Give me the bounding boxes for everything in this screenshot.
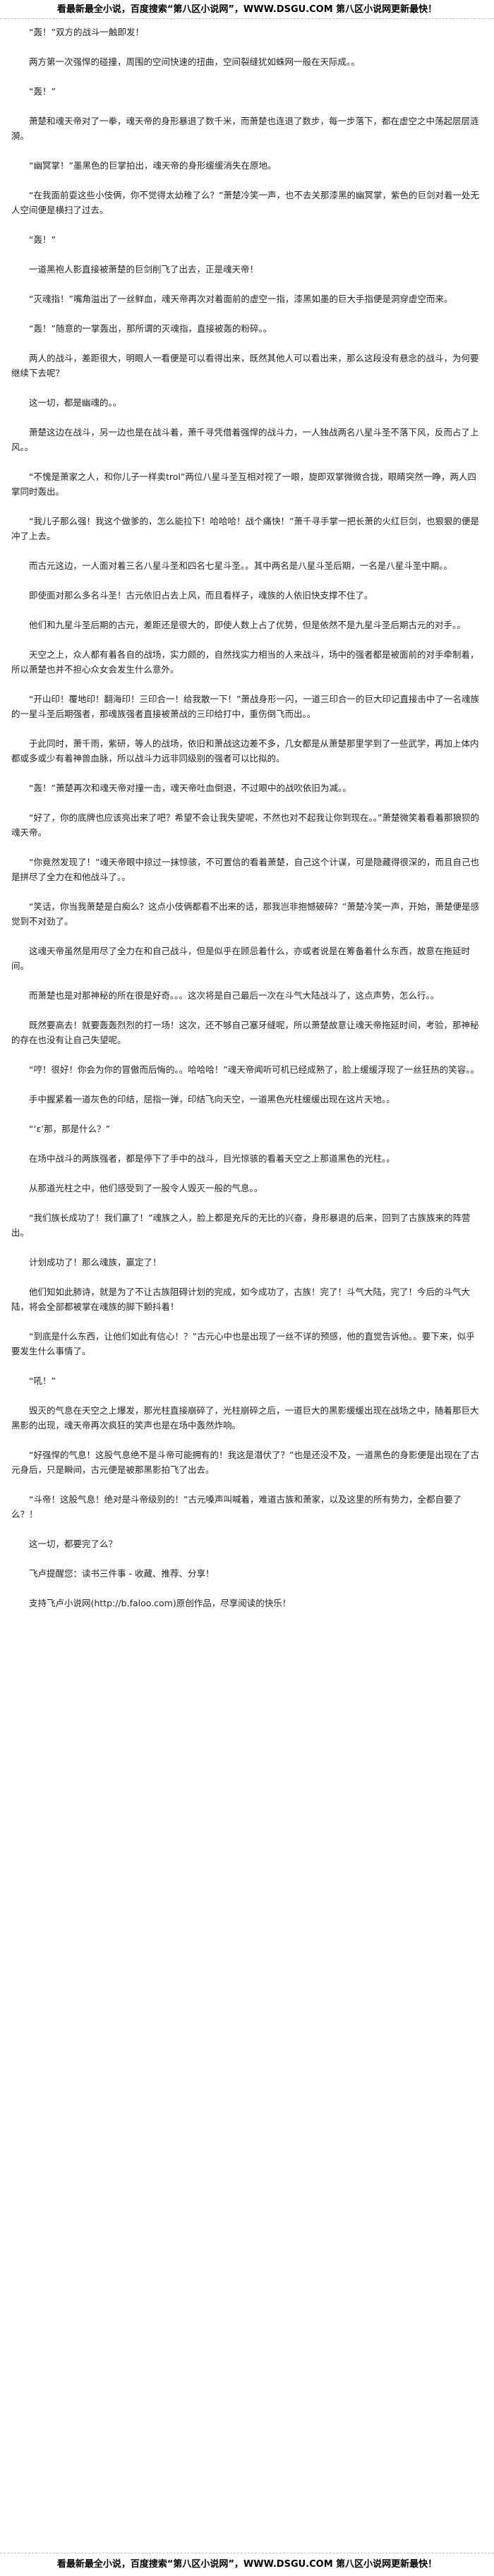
paragraph: 从那道光柱之中，他们感受到了一股令人毁灭一般的气息。。 [29, 1183, 263, 1193]
paragraph: 两人的战斗，差距很大，明眼人一看便是可以看得出来，既然其他人可以看出来，那么这段… [11, 353, 479, 378]
paragraph: “幽冥掌！”墨黑色的巨掌拍出，魂天帝的身形缓缓消失在原地。 [29, 160, 277, 171]
paragraph: 毁灭的气息在天空之上爆发，那光柱直接崩碎了，光柱崩碎之后，一道巨大的黑影缓缓出现… [11, 1405, 479, 1431]
paragraph: 两方第一次强悍的碰撞，周围的空间快速的扭曲，空间裂缝犹如蛛网一般在天际成。。 [29, 56, 360, 67]
paragraph: “好强悍的气息！这股气息绝不是斗帝可能拥有的！我这是潜伏了？”也是还没不及，一道… [11, 1450, 479, 1475]
paragraph: “好了，你的底牌也应该亮出来了吧？希望不会让我失望呢，不然也对不起我让你到现在。… [11, 812, 479, 838]
paragraph: “轰！” [29, 234, 56, 245]
paragraph: “不愧是萧家之人，和你儿子一样卖trol”两位八星斗圣互相对视了一眼，旋即双掌微… [11, 471, 476, 497]
paragraph: 即使面对那么多名斗圣！古元依旧占去上风，而且看样子，魂族的人依旧快支撑不住了。 [29, 590, 373, 601]
paragraph: 于此同时，萧千雨，紫研，等人的战场，依旧和萧战这边差不多，几女都是从萧楚那里学到… [11, 738, 479, 764]
paragraph: “开山印！覆地印！翻海印！三印合一！给我散一下！”萧战身形一闪，一道三印合一的巨… [11, 694, 479, 719]
bottom-promo-banner: 看最新最全小说，百度搜索“第八区小说网”，WWW.DSGU.COM 第八区小说网… [56, 2559, 438, 2570]
paragraph: 而萧楚也是对那神秘的所在很是好奇。。。这次将是自己最后一次在斗气大陆战斗了，这点… [29, 990, 440, 1001]
paragraph: 萧楚这边在战斗，另一边也是在战斗着，萧千寻凭借着强悍的战斗力，一人独战两名八星斗… [11, 427, 479, 452]
paragraph: “灭魂指！”嘴角溢出了一丝鲜血，魂天帝再次对着面前的虚空一指，漆黑如墨的巨大手指… [29, 294, 453, 304]
paragraph: “斗帝！这股气息！绝对是斗帝级别的！”古元嗓声叫喊着，难道古族和萧家，以及这里的… [11, 1494, 462, 1519]
paragraph: 在场中战斗的两族强者，都是停下了手中的战斗，目光惊骇的看着天空之上那道黑色的光柱… [29, 1153, 395, 1164]
paragraph: 这一切，都要完了么？ [29, 1539, 118, 1549]
paragraph: “到底是什么东西，让他们如此有信心！？”古元心中也是出现了一丝不详的预感，他的直… [11, 1331, 475, 1356]
paragraph: 他们和九星斗圣后期的古元，差距还是很大的，即使人数上占了优势，但是依然不是九星斗… [29, 620, 466, 630]
paragraph: “轰！” [29, 86, 56, 97]
paragraph: “你竟然发现了！”魂天帝眼中掠过一抹惊骇，不可置信的看着萧楚，自己这个计谋，可是… [11, 857, 479, 882]
paragraph: 他们知如此肺诗，就是为了不让古族阻碍计划的完成，如今成功了，古族！完了！斗气大陆… [11, 1287, 471, 1312]
paragraph: “轰！”双方的战斗一触即发！ [29, 27, 144, 37]
paragraph: 天空之上，众人都有着各自的战场，实力颇的，自然找实力相当的人来战斗，场中的强者都… [11, 649, 479, 675]
paragraph: 而古元这边，一人面对着三名八星斗圣和四名七星斗圣。。其中两名是八星斗圣后期，一名… [29, 560, 453, 571]
paragraph: “吼！” [29, 1376, 56, 1386]
paragraph: “我儿子那么强！我这个做爹的，怎么能拉下！哈哈哈！战个痛快！”萧千寻手掌一把长萧… [11, 516, 479, 541]
paragraph: “笑话，你当我萧楚是白痴么？这点小伎俩都看不出来的话，那我岂非抱憾破碎？”萧楚冷… [11, 901, 479, 927]
paragraph: 既然要高去！就要轰轰烈烈的打一场！这次，还不够自己塞牙缝呢，所以萧楚故意让魂天帝… [11, 1020, 479, 1045]
paragraph: 萧楚和魂天帝对了一拳，魂天帝的身形暴退了数千米，而萧楚也连退了数步，每一步落下，… [11, 116, 479, 141]
paragraph: 一道黑袍人影直接被萧楚的巨剑削飞了出去，正是魂天帝！ [29, 264, 259, 275]
support-site-line: 支持飞卢小说网(http://b.faloo.com)原创作品，尽享阅读的快乐！ [29, 1598, 291, 1608]
paragraph: “轰！”萧楚再次和魂天帝对撞一击，魂天帝吐血倒退，不过眼中的战吹依旧为减。。 [29, 783, 351, 793]
paragraph: 这一切，都是幽魂的。。 [29, 397, 122, 408]
top-promo-banner: 看最新最全小说，百度搜索“第八区小说网”，WWW.DSGU.COM 第八区小说网… [56, 4, 438, 15]
paragraph: 手中握紧着一道灰色的印结，屈指一弹，印结飞向天空，一道黑色光柱缓缓出现在这片天地… [29, 1094, 395, 1105]
paragraph: 这魂天帝虽然是用尽了全力在和自己战斗，但是似乎在顾忌着什么，亦或者说是在筹备着什… [11, 946, 471, 971]
paragraph: “哼！很好！你会为你的冒傲而后悔的。。哈哈哈！”魂天帝闻听可机已经成熟了，脸上缓… [29, 1064, 479, 1075]
chapter-body: “轰！”双方的战斗一触即发！ 两方第一次强悍的碰撞，周围的空间快速的扭曲，空间裂… [0, 18, 494, 2553]
read-reminder-line: 飞卢提醒您：读书三件事 - 收藏、推荐、分享！ [29, 1568, 215, 1579]
paragraph: “‘ε’那，那是什么？” [29, 1124, 111, 1134]
paragraph: “轰！”随意的一掌轰出，那所谓的灭魂指，直接被轰的粉碎。。 [29, 323, 272, 334]
paragraph: 计划成功了！那么魂族，赢定了！ [29, 1257, 162, 1268]
paragraph: “在我面前耍这些小伎俩，你不觉得太幼稚了么？”萧楚冷笑一声，也不去关那漆黑的幽冥… [11, 190, 479, 215]
paragraph: “我们族长成功了！我们赢了！”魂族之人，脸上都是充斥的无比的兴奋，身形暴退的后来… [11, 1212, 471, 1238]
